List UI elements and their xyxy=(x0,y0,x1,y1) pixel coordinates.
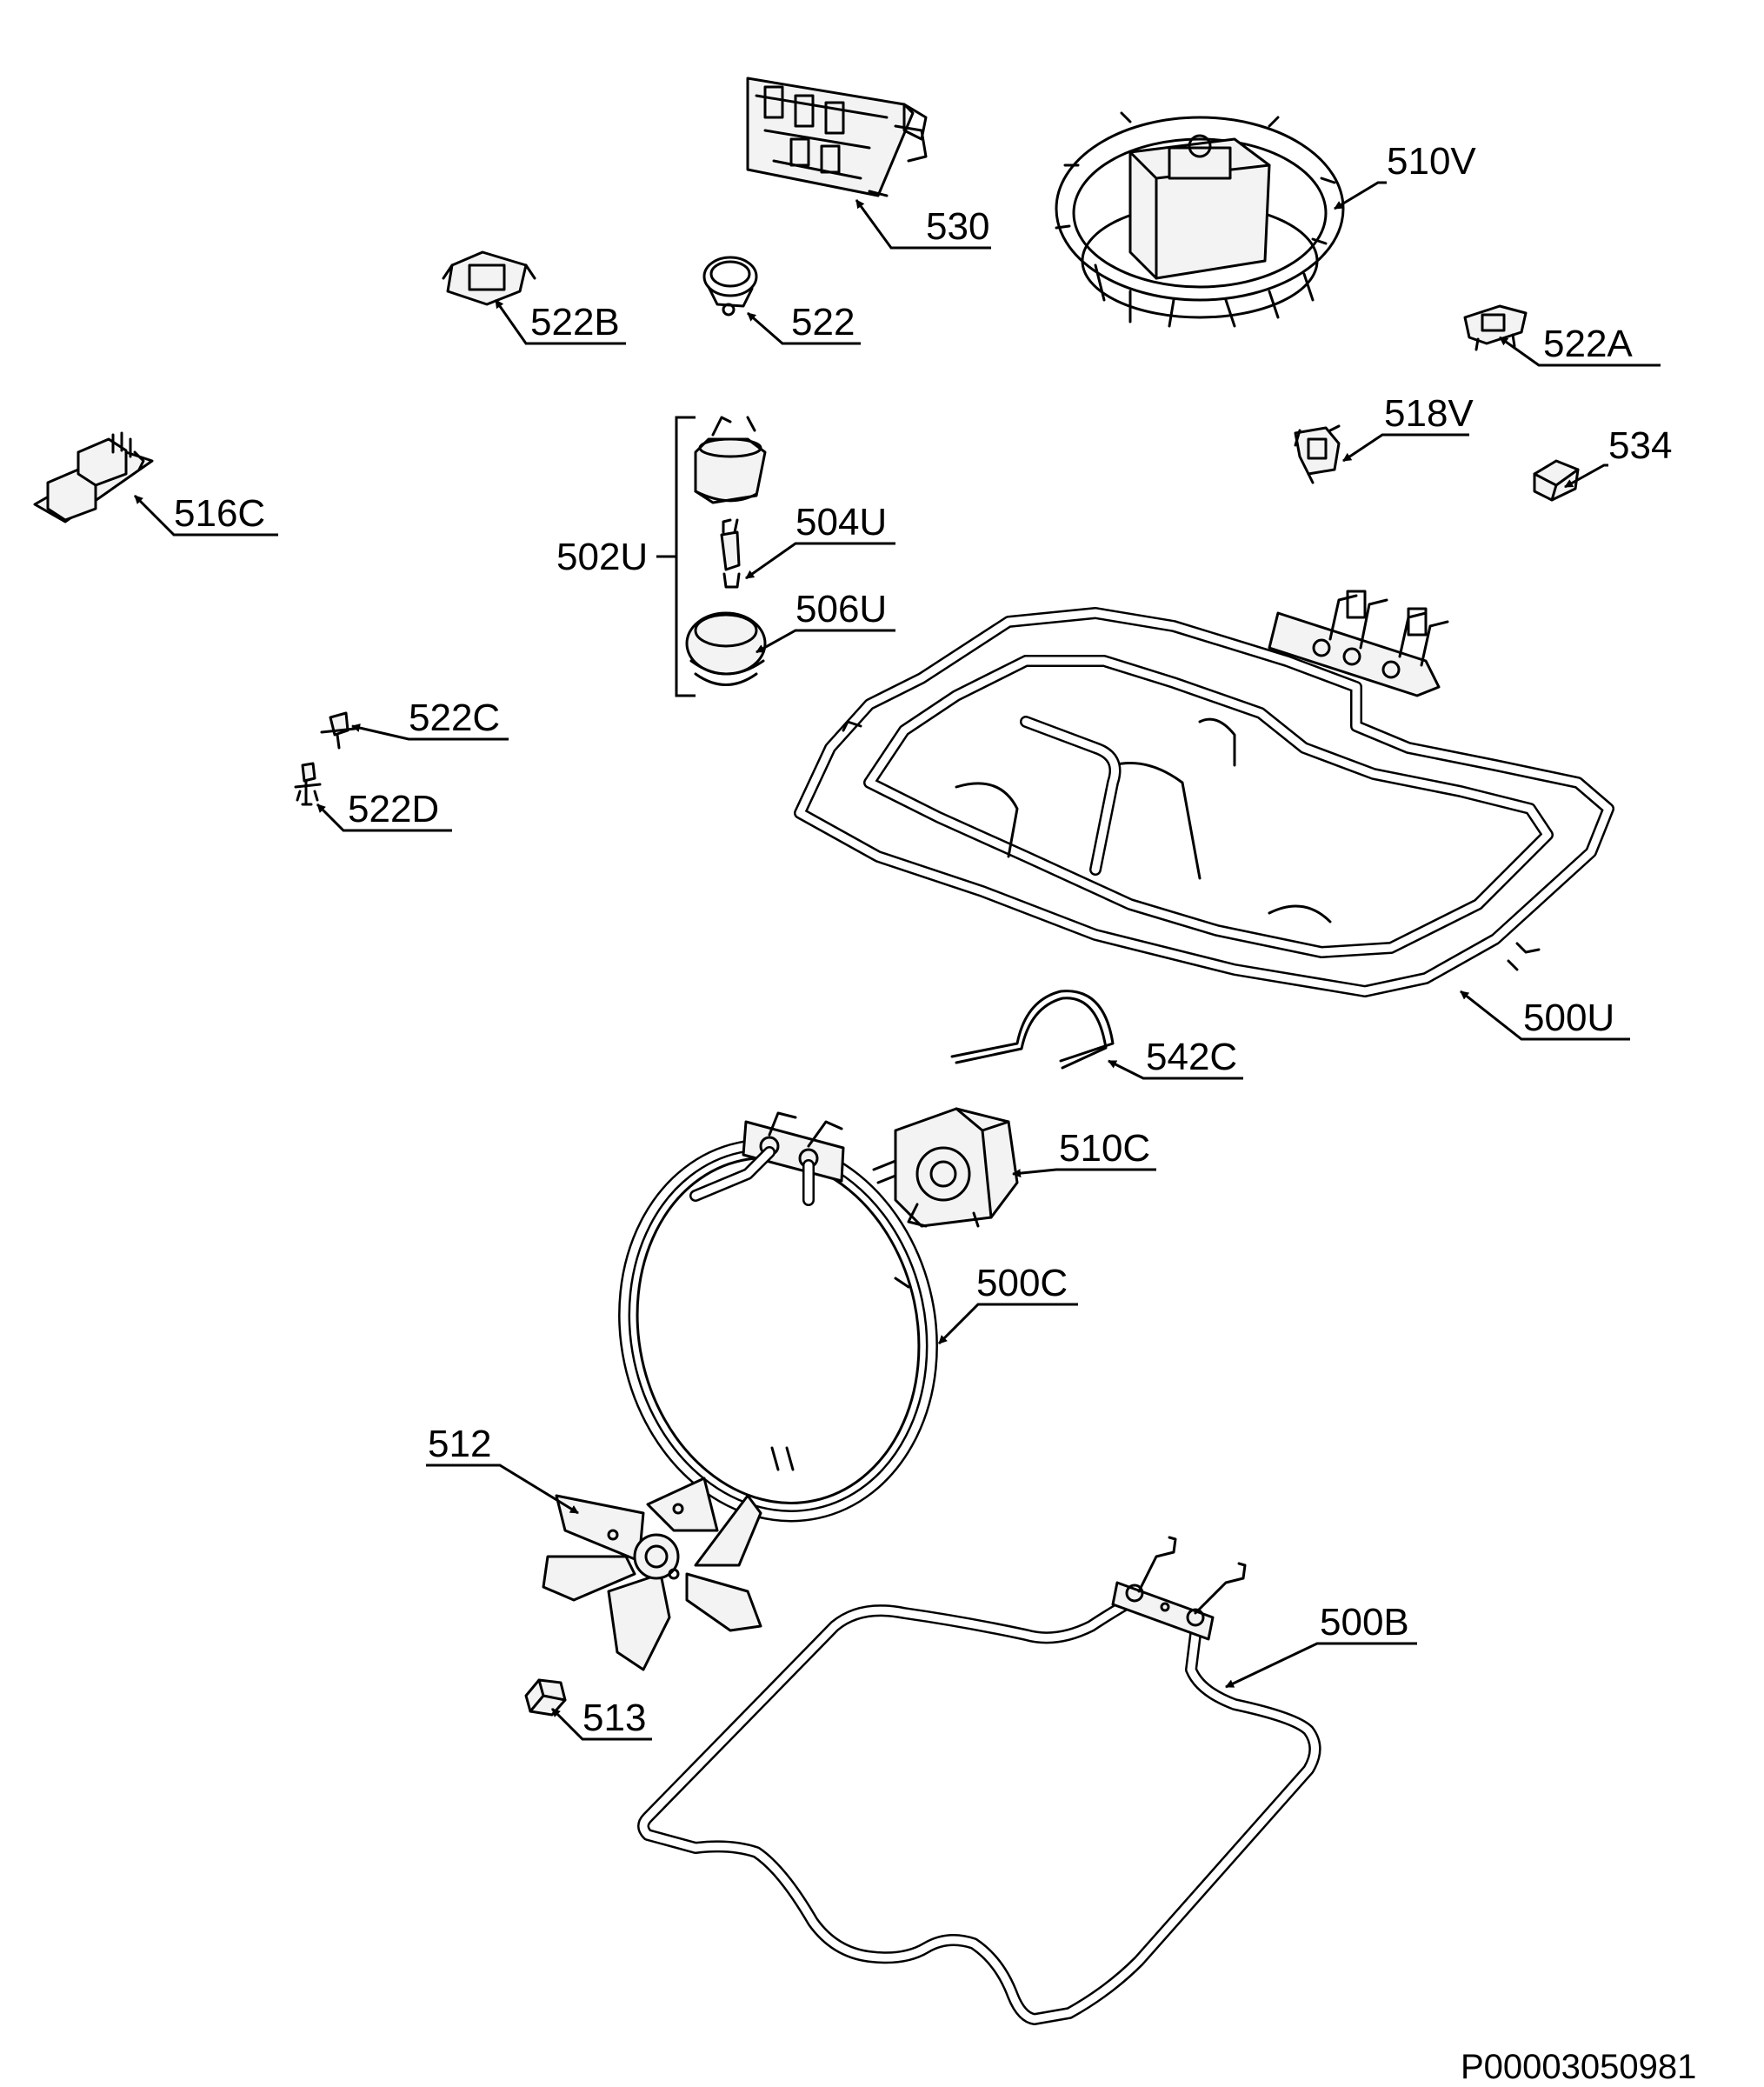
label-542c: 542C xyxy=(1146,1036,1237,1078)
part-502u-lamp-cover[interactable] xyxy=(694,416,767,504)
label-522d: 522D xyxy=(348,788,439,830)
drawing-code: P00003050981 xyxy=(1461,2048,1696,2086)
label-510c: 510C xyxy=(1059,1127,1150,1170)
label-522a: 522A xyxy=(1543,323,1633,365)
part-542c-spring-clip[interactable] xyxy=(950,990,1115,1070)
label-513: 513 xyxy=(582,1697,646,1739)
part-504u-lamp-bulb[interactable] xyxy=(720,518,741,589)
part-510c-fan-motor[interactable] xyxy=(872,1107,1019,1228)
part-510v-fan-motor-assembly[interactable] xyxy=(1055,111,1345,328)
part-522b-bracket[interactable] xyxy=(442,250,536,306)
label-500c: 500C xyxy=(976,1262,1068,1304)
part-502u-lamp-assembly[interactable] xyxy=(656,416,696,697)
label-500u: 500U xyxy=(1523,997,1614,1039)
part-530-terminal-block[interactable] xyxy=(746,77,928,197)
part-518v-sensor-bracket[interactable] xyxy=(1294,424,1341,484)
callout-leaders xyxy=(133,181,1661,1741)
label-502u: 502U xyxy=(556,536,648,578)
part-506u-lamp-glass[interactable] xyxy=(685,611,767,686)
part-500u-grill-element[interactable] xyxy=(794,590,1614,997)
part-516c-module[interactable] xyxy=(33,431,154,523)
part-522d-clip[interactable] xyxy=(294,762,322,806)
label-518v: 518V xyxy=(1384,392,1474,435)
label-504u: 504U xyxy=(795,501,887,543)
part-500c-circular-element[interactable] xyxy=(590,1111,966,1545)
label-516c: 516C xyxy=(174,492,265,535)
part-500b-lower-element[interactable] xyxy=(637,1536,1321,2025)
label-522: 522 xyxy=(791,301,855,343)
label-512: 512 xyxy=(428,1423,491,1465)
label-500b: 500B xyxy=(1320,1601,1409,1644)
part-522a-bracket[interactable] xyxy=(1463,304,1528,351)
label-506u: 506U xyxy=(795,588,887,630)
label-522b: 522B xyxy=(530,301,620,343)
label-530: 530 xyxy=(926,205,989,248)
label-510v: 510V xyxy=(1387,140,1476,183)
part-534-bushing[interactable] xyxy=(1533,459,1580,502)
part-513-nut[interactable] xyxy=(524,1678,567,1717)
part-522-lamp-holder[interactable] xyxy=(702,256,758,317)
label-522c: 522C xyxy=(409,697,500,739)
label-534: 534 xyxy=(1608,424,1672,467)
callout-labels: 530 510V 522B 522 522A 518V 534 516C 502… xyxy=(174,140,1696,2086)
part-522c-clip[interactable] xyxy=(320,711,356,750)
